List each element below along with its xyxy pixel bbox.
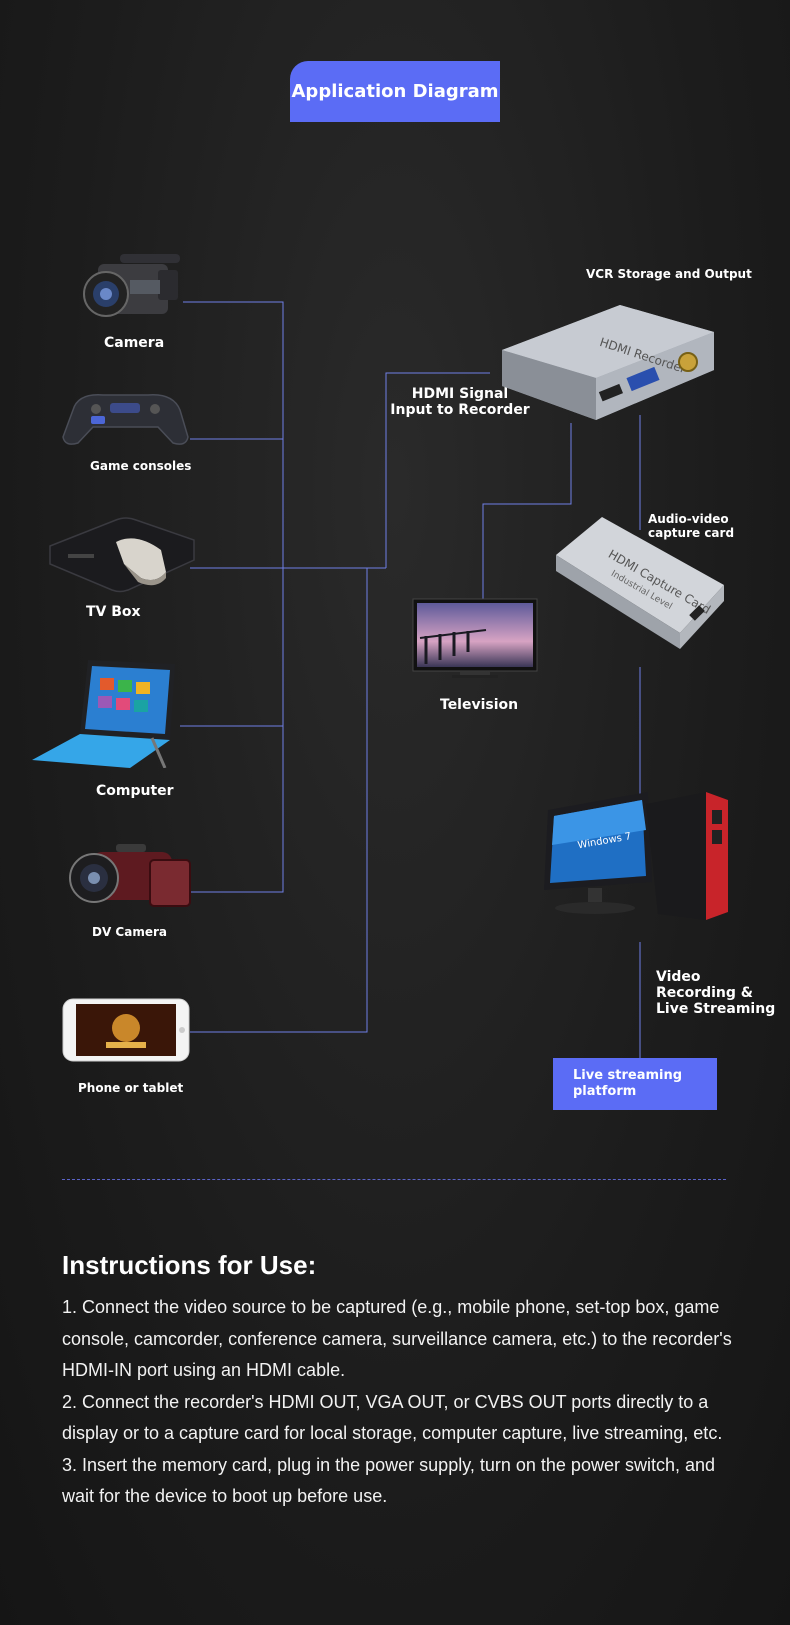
recorder-heading: VCR Storage and Output — [586, 267, 752, 281]
source-label-dvcam: DV Camera — [92, 925, 167, 939]
source-label-computer: Computer — [96, 783, 174, 799]
recorder-input-label: HDMI Signal Input to Recorder — [390, 386, 530, 418]
tv-box-icon — [49, 517, 195, 593]
hdmi-recorder-icon: HDMI Recorder — [502, 305, 714, 420]
phone-icon — [62, 998, 190, 1062]
desktop-pc-icon: Windows 7 — [544, 792, 728, 920]
wire-phone — [190, 568, 368, 1033]
instruction-step: 2. Connect the recorder's HDMI OUT, VGA … — [62, 1391, 723, 1444]
source-label-game: Game consoles — [90, 459, 192, 473]
capture-card-icon: HDMI Capture Card Industrial Level — [556, 517, 724, 649]
instructions-title: Instructions for Use: — [62, 1250, 317, 1280]
source-label-tvbox: TV Box — [86, 604, 141, 620]
instruction-step: 1. Connect the video source to be captur… — [62, 1297, 732, 1380]
pc-label: Video Recording & Live Streaming — [656, 969, 776, 1017]
instructions-body: 1. Connect the video source to be captur… — [62, 1292, 742, 1513]
diagram-title: Application Diagram — [290, 61, 500, 122]
section-divider — [62, 1179, 726, 1180]
television-icon — [412, 598, 538, 678]
live-streaming-platform-badge: Live streaming platform — [553, 1058, 717, 1110]
instruction-step: 3. Insert the memory card, plug in the p… — [62, 1454, 716, 1507]
wire-to-recorder — [385, 372, 490, 568]
tablet-computer-icon — [32, 660, 175, 768]
camcorder-icon — [83, 254, 180, 317]
source-label-camera: Camera — [104, 335, 165, 351]
wire-recorder-tv — [482, 423, 572, 602]
television-label: Television — [440, 697, 519, 713]
source-label-phone: Phone or tablet — [78, 1081, 184, 1095]
capture-card-label: Audio-video capture card — [648, 512, 735, 540]
gamepad-icon — [62, 394, 189, 445]
wire-camera — [183, 301, 284, 893]
dv-camera-icon — [69, 844, 191, 907]
